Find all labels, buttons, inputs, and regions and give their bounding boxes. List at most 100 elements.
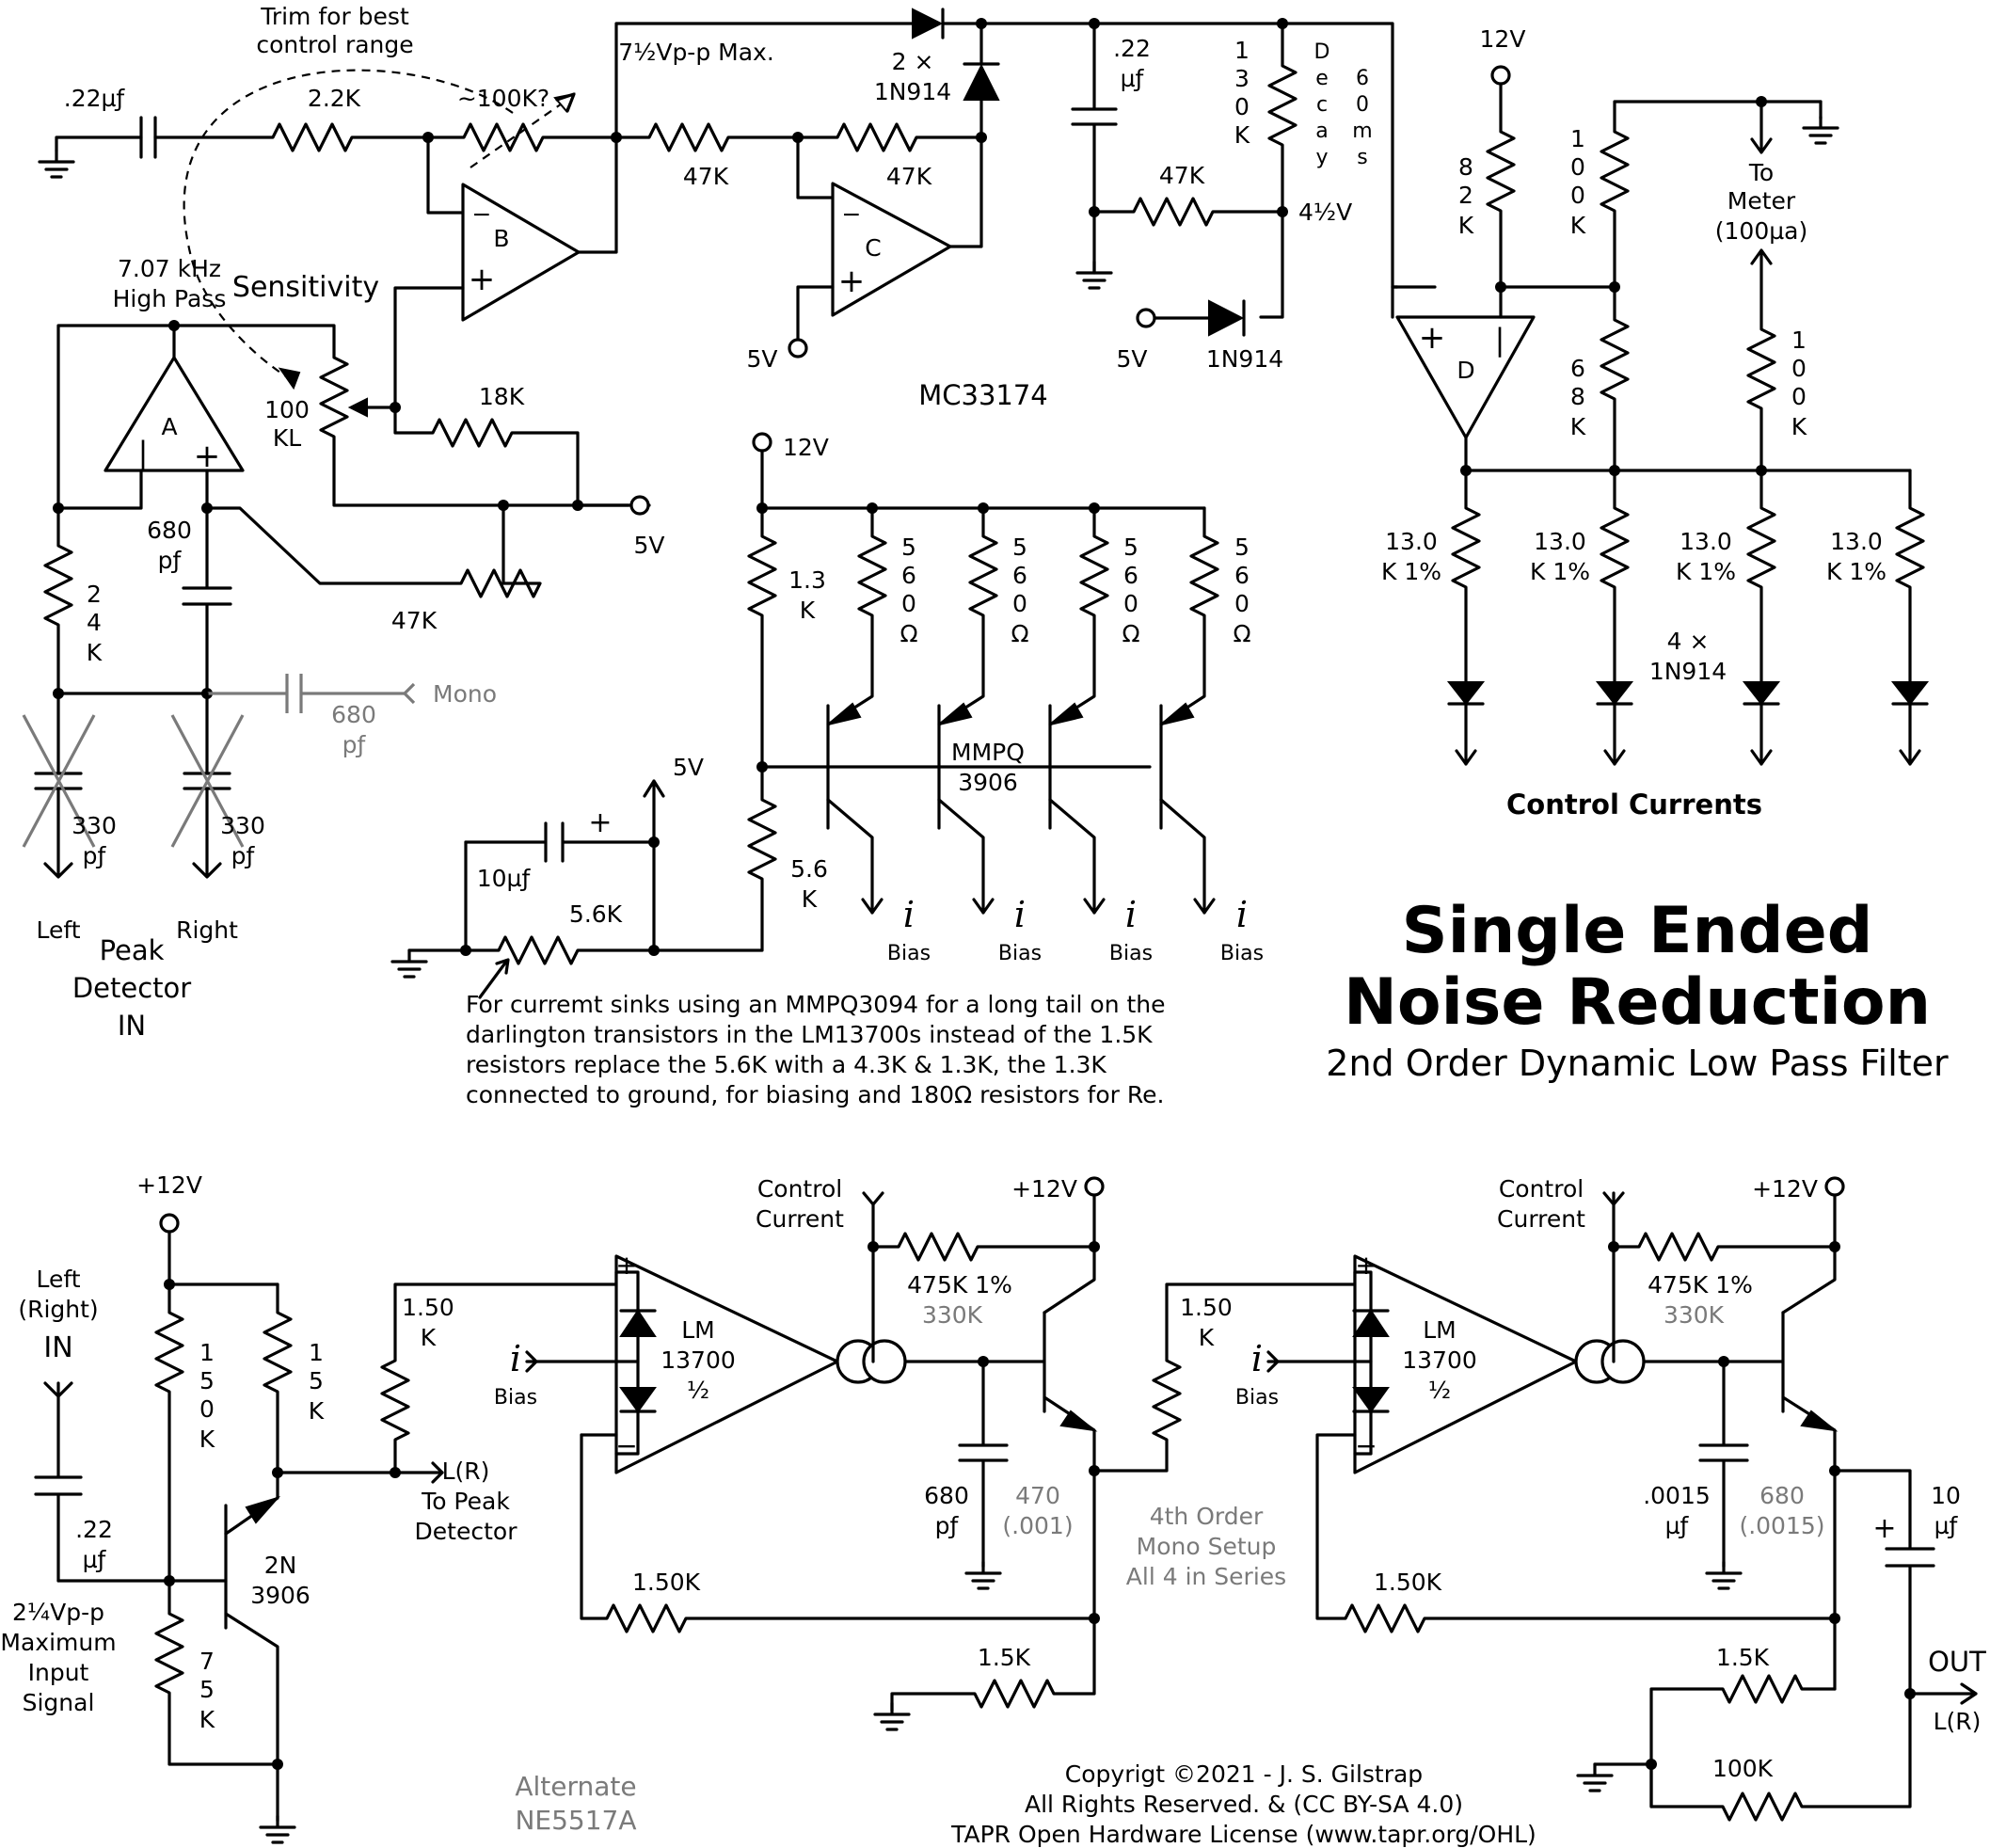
hp-label-2: High Pass [113,285,227,312]
decay-label: a [1315,119,1328,143]
mono-label: Mono [433,680,497,708]
resistor-label: 1 [1791,327,1807,354]
resistor-label: 0 [901,590,916,617]
transistor-label: MMPQ [951,739,1025,766]
ic-label: MC33174 [918,379,1048,411]
opamp-b-label: B [493,225,509,252]
control-current-label-2: Current [756,1205,844,1233]
resistor-label: 0 [1123,590,1138,617]
cap-label: 10µƒ [477,865,532,892]
cap-alt-label-2: (.001) [1002,1512,1073,1539]
resistor-label: 5 [1123,534,1138,561]
peak-label: Peak [100,934,165,966]
diode-label: 4 × [1667,628,1710,655]
cap-alt-label-2: (.0015) [1739,1512,1824,1539]
ota-label-2: 13700 [1402,1346,1477,1374]
resistor-label: 0 [199,1395,215,1423]
resistor-label: K [1234,121,1250,149]
decay-label: c [1316,93,1328,117]
cap-label-2: pƒ [83,842,107,869]
supply-label: +12V [136,1171,202,1199]
ota-stage-2 [1266,1176,1978,1822]
note-line: For curremt sinks using an MMPQ3094 for … [466,991,1166,1018]
resistor-label: 13.0 [1830,528,1883,555]
resistor-label: 1.5K [1716,1644,1770,1671]
supply-label: 12V [1480,25,1526,53]
supply-label: +12V [1011,1175,1077,1203]
resistor-label: K [199,1706,215,1733]
resistor-label: 5 [901,534,916,561]
output-label-3: Detector [415,1518,518,1545]
meter-label-3: (100µa) [1715,217,1807,245]
cap-label: 10 [1931,1482,1961,1509]
resistor-label: 100K [1712,1755,1774,1782]
bar-sign: | [138,435,149,470]
plus-sign: + [838,263,866,300]
cap-label: 680 [147,517,192,544]
plus-sign: + [1872,1512,1896,1545]
resistor-label: 47K [391,607,438,634]
bias-label: Bias [1220,942,1264,965]
resistor-label: 1.50 [402,1294,454,1321]
cap-label: 680 [924,1482,969,1509]
bias-label: Bias [998,942,1042,965]
resistor-label: 8 [1458,153,1473,181]
resistor-label: 6 [1570,355,1585,382]
cap-label: .22 [75,1516,113,1543]
ota-stage-1 [525,1176,1357,1731]
resistor-label: K [87,639,103,666]
input-signal-label-4: Signal [23,1689,95,1716]
resistor-label: 6 [1234,562,1250,589]
resistor-label: 6 [1012,562,1027,589]
resistor-label: 475K 1% [1648,1271,1753,1298]
output-label: L(R) [442,1458,490,1485]
diode-label-2: 1N914 [874,78,951,105]
resistor-label-2: K 1% [1676,558,1736,585]
resistor-label: 2 [1458,182,1473,209]
control-currents-label: Control Currents [1506,789,1762,820]
input-signal-label: 2¼Vp-p [12,1599,104,1626]
plus-sign: + [1419,319,1446,357]
note-line: darlington transistors in the LM13700s i… [466,1021,1153,1048]
bias-label: Bias [494,1386,537,1410]
decay-label: e [1315,67,1329,90]
resistor-label: 0 [1234,590,1250,617]
resistor-label: 1.50K [1374,1569,1442,1596]
diode-label-2: 1N914 [1649,658,1727,685]
resistor-label: K [199,1426,215,1453]
opamp-a-label: A [161,413,177,440]
resistor-label: 6 [901,562,916,589]
mono-cap-label-2: pƒ [342,731,367,758]
supply-label: +12V [1752,1175,1818,1203]
ota-label-3: ½ [687,1377,709,1404]
cap-label: .22 [1113,35,1151,62]
sensitivity-label: Sensitivity [232,271,379,304]
ota-label: LM [681,1316,715,1344]
pot-label-2: KL [273,424,301,452]
resistor-label: 1.50K [632,1569,701,1596]
transistor-label-2: 3906 [250,1582,310,1609]
cap-label-2: µƒ [83,1546,107,1573]
resistor-label-2: K 1% [1826,558,1887,585]
resistor-label: 1 [309,1339,324,1366]
resistor-label: 1 [1234,37,1250,64]
right-input-label: Right [176,916,238,944]
resistor-label: 3 [1234,65,1250,92]
supply-label: 5V [633,532,664,559]
input-signal-label-2: Maximum [0,1629,116,1656]
decay-label: D [1314,40,1330,64]
resistor-label-2: K 1% [1530,558,1590,585]
output-label-2: To Peak [421,1488,510,1515]
plus-sign: + [1355,1250,1377,1281]
note-line: resistors replace the 5.6K with a 4.3K &… [466,1051,1106,1078]
resistor-label: 1.50 [1180,1294,1233,1321]
cap-label-2: µƒ [1665,1512,1690,1539]
peak-label-3: IN [118,1010,146,1042]
bias-i-label: i [1014,894,1026,935]
page-subtitle: 2nd Order Dynamic Low Pass Filter [1326,1043,1949,1084]
input-network [38,69,622,409]
resistor-label-2: K [800,597,816,624]
control-current-label: Control [757,1175,842,1203]
cap-label: .0015 [1643,1482,1711,1509]
